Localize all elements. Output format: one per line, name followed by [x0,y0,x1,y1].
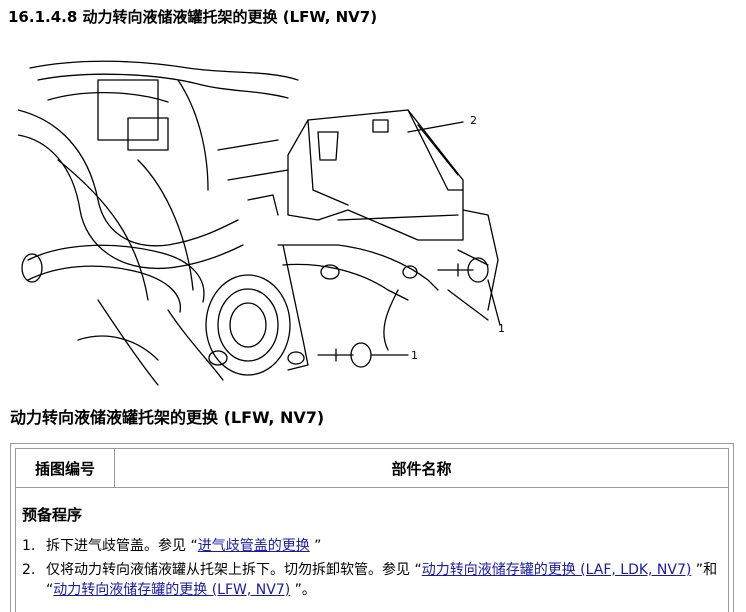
callout-2: 2 [470,114,477,127]
callout-1-lower: 1 [411,349,418,362]
parts-table: 插图编号 部件名称 预备程序 1. 拆下进气歧管盖。参见 “进气歧管盖的更换 ”… [10,443,734,612]
table-header-row: 插图编号 部件名称 [15,448,729,488]
page-title: 16.1.4.8 动力转向液储液罐托架的更换 (LFW, NV7) [8,8,378,26]
header-part-name: 部件名称 [391,459,452,478]
intake-manifold-cover-link[interactable]: 进气歧管盖的更换 [197,538,310,554]
reservoir-bracket-illustration: 2 1 1 [18,40,508,390]
step-item: 2. 仅将动力转向液储液罐从托架上拆下。切勿拆卸软管。参见 “动力转向液储存罐的… [22,560,722,600]
step-number: 1. [22,538,36,554]
procedure-steps: 1. 拆下进气歧管盖。参见 “进气歧管盖的更换 ” 2. 仅将动力转向液储液罐从… [22,536,722,604]
step-item: 1. 拆下进气歧管盖。参见 “进气歧管盖的更换 ” [22,536,722,556]
step-text: ”和 “ [46,562,718,598]
preliminary-procedure-title: 预备程序 [22,506,83,524]
step-number: 2. [22,562,36,578]
step-text: ” [309,538,322,554]
step-text: ”。 [290,582,316,598]
reservoir-replacement-laf-link[interactable]: 动力转向液储存罐的更换 (LAF, LDK, NV7) [421,562,692,578]
line-drawing: 2 1 1 [18,60,505,386]
table-body: 预备程序 1. 拆下进气歧管盖。参见 “进气歧管盖的更换 ” 2. 仅将动力转向… [15,488,729,612]
step-text: 拆下进气歧管盖。参见 “ [46,538,198,554]
reservoir-replacement-lfw-link[interactable]: 动力转向液储存罐的更换 (LFW, NV7) [53,582,291,598]
step-text: 仅将动力转向液储液罐从托架上拆下。切勿拆卸软管。参见 “ [46,562,422,578]
section-title: 动力转向液储液罐托架的更换 (LFW, NV7) [10,408,325,427]
header-illustration-number: 插图编号 [16,449,115,487]
callout-1-right: 1 [498,322,505,335]
